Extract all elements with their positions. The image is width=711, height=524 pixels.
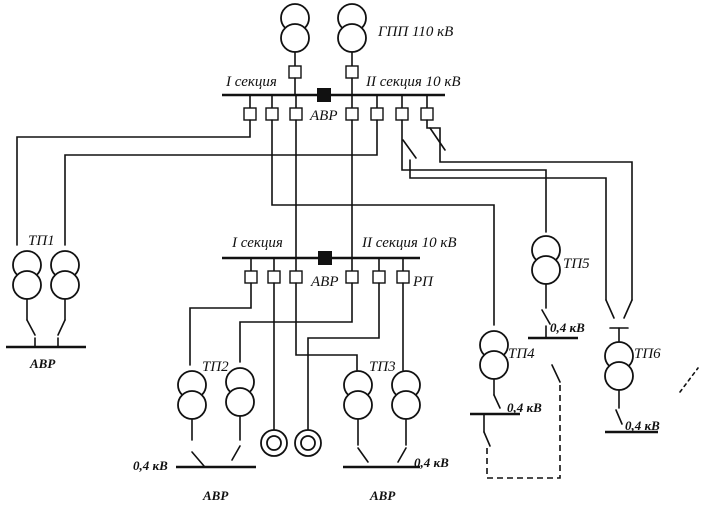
- tp2-label: ТП2: [202, 359, 229, 375]
- cable-motor-2: [295, 282, 358, 371]
- tp3-label: ТП3: [369, 359, 396, 375]
- cable-tp4: [271, 119, 495, 326]
- cable-tp6-b: [426, 119, 633, 301]
- mid-section-2-label: II секция 10 кВ: [361, 235, 457, 251]
- mid-section-1-label: I секция: [231, 235, 283, 251]
- rp-label: РП: [412, 274, 434, 290]
- tp1-avr-label: АВР: [29, 356, 56, 371]
- gpp-label: ГПП 110 кВ: [377, 24, 453, 40]
- tp4-label: ТП4: [508, 346, 535, 362]
- tp3-avr-label: АВР: [369, 488, 396, 503]
- tp3-voltage-label: 0,4 кВ: [414, 455, 449, 470]
- motor-2: [294, 429, 322, 457]
- cable-motor-2b: [307, 282, 380, 431]
- top-section-2-label: II секция 10 кВ: [365, 74, 461, 90]
- tp4-voltage-label: 0,4 кВ: [507, 400, 542, 415]
- tp2-transformers: [176, 367, 256, 469]
- tp5-voltage-label: 0,4 кВ: [550, 320, 585, 335]
- tp5-label: ТП5: [563, 256, 590, 272]
- tp4-transformer: [470, 330, 561, 479]
- tp2-avr-label: АВР: [202, 488, 229, 503]
- tp6-label: ТП6: [634, 346, 661, 362]
- tp1-label: ТП1: [28, 233, 55, 249]
- top-feeder-switches: [243, 94, 434, 121]
- tp6-transformer: [604, 299, 658, 434]
- top-avr-breaker: [317, 88, 331, 102]
- tp3-transformers: [343, 370, 421, 469]
- tp6-voltage-label: 0,4 кВ: [625, 418, 660, 433]
- cable-tp6-a: [409, 159, 607, 301]
- cable-tp2-a: [189, 282, 252, 366]
- top-avr-label: АВР: [309, 108, 338, 124]
- mid-avr-label: АВР: [310, 274, 339, 290]
- tp2-voltage-label: 0,4 кВ: [133, 458, 168, 473]
- top-section-1-label: I секция: [225, 74, 277, 90]
- tp5-transformer: [528, 235, 578, 340]
- gpp-transformer-left: [280, 3, 310, 96]
- gpp-transformer-right: [337, 3, 367, 96]
- tp1-transformers: [6, 250, 86, 349]
- mid-feeder-switches: [244, 257, 410, 284]
- cable-tp1-a: [16, 119, 251, 246]
- edge-mark: [679, 367, 699, 393]
- motor-1: [260, 429, 288, 457]
- cable-tp5: [401, 119, 547, 233]
- cable-tp1-b: [64, 119, 378, 246]
- mid-avr-breaker: [318, 251, 332, 265]
